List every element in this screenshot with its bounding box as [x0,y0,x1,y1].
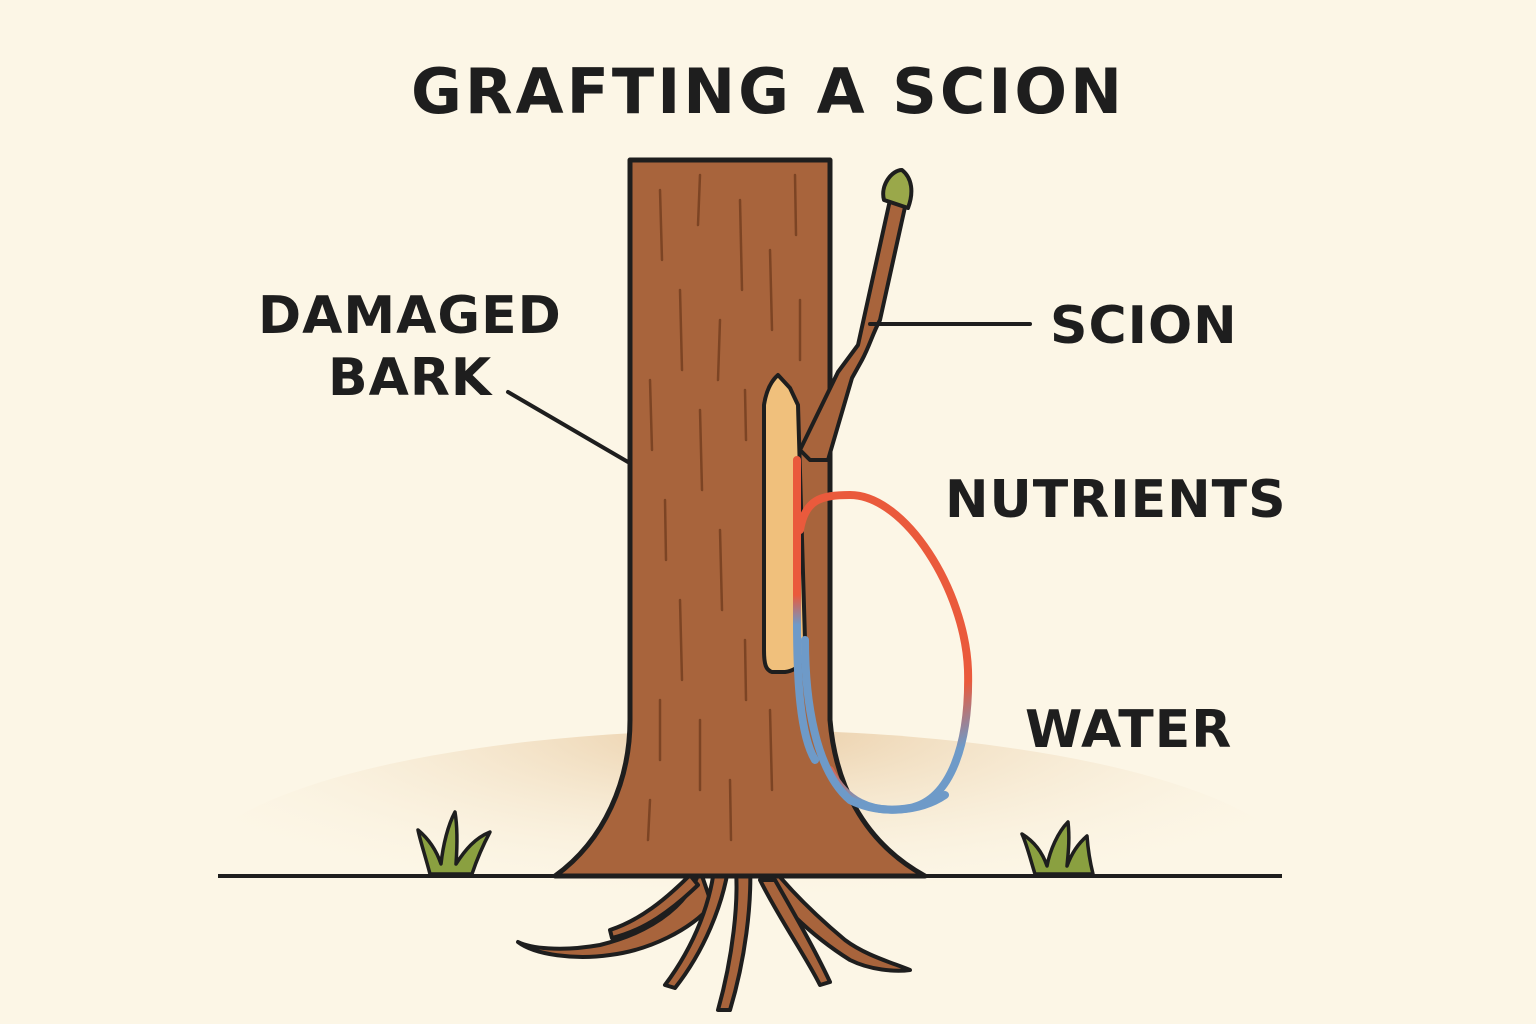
bark-texture [646,173,802,842]
grass-right [1020,820,1095,876]
label-damaged-bark-line2: BARK [328,348,493,408]
label-damaged-bark-line1: DAMAGED [258,286,562,346]
scion-bud [881,168,914,210]
diagram-title: GRAFTING A SCION [410,55,1126,128]
label-water: WATER [1025,700,1233,760]
grass-left [416,810,492,876]
leader-damaged-bark [506,390,630,464]
flow-loop-bottom [801,636,949,814]
flow-line-graft [793,456,819,764]
label-nutrients: NUTRIENTS [945,470,1287,530]
label-scion: SCION [1050,296,1238,356]
scion-twig [798,198,907,462]
label-damaged-bark: DAMAGED BARK [258,285,562,409]
